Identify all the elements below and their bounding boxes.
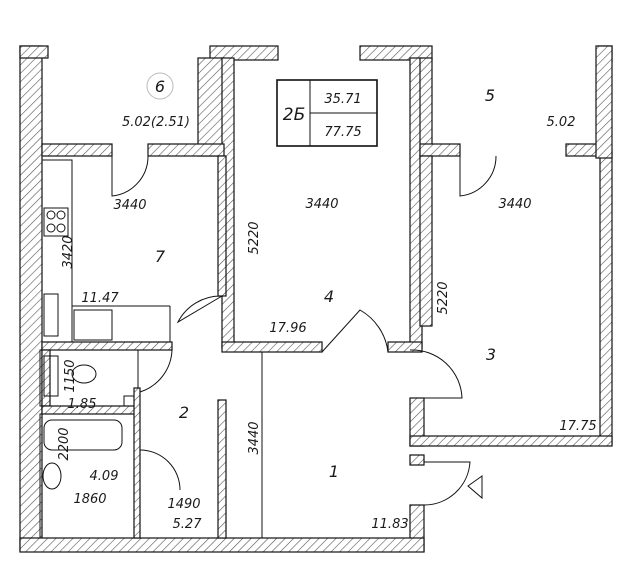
room-number-1: 1 — [329, 462, 339, 481]
top-wall-mid-right — [359, 45, 433, 61]
living-area: 35.71 — [324, 92, 361, 107]
left-exterior-wall — [19, 45, 43, 552]
door-wc — [139, 349, 173, 393]
area-wc: 1.85 — [68, 397, 97, 412]
room-number-5: 5 — [485, 86, 495, 105]
bath-right-wall — [133, 387, 141, 539]
fridge — [43, 293, 59, 337]
doors — [111, 155, 497, 506]
top-wall-left — [19, 45, 49, 59]
door-balcony-5 — [459, 155, 497, 197]
wall-5-3-left — [419, 143, 461, 157]
wall-6-7-left — [41, 143, 113, 157]
room3-left-wall — [419, 155, 433, 327]
dim-3440-mid: 3440 — [305, 197, 338, 212]
dim-3440-vertical: 3440 — [247, 421, 262, 454]
door-room-7 — [176, 295, 223, 324]
area-room-6: 5.02(2.51) — [122, 115, 190, 130]
door-entrance — [423, 461, 471, 506]
room4-bottom-right — [387, 341, 423, 353]
hall-right-wall — [217, 399, 227, 539]
room-markers: 6 5 7 4 3 2 1 — [146, 72, 496, 481]
room-number-7: 7 — [155, 247, 166, 266]
door-bath — [139, 449, 181, 491]
area-room-4: 17.96 — [269, 321, 306, 336]
entrance-top-jamb — [409, 454, 425, 466]
dim-1490: 1490 — [167, 497, 200, 512]
balcony5-left-wall — [419, 57, 433, 159]
washbasin — [42, 462, 62, 490]
balcony5-right-wall — [595, 45, 613, 159]
structural-walls — [19, 45, 613, 553]
bottom-wall — [19, 537, 425, 553]
room3-bottom-wall — [409, 435, 613, 447]
dim-3440-right: 3440 — [498, 197, 531, 212]
dim-2200: 2200 — [57, 427, 72, 460]
apartment-type: 2Б — [283, 105, 305, 125]
room-number-2: 2 — [179, 403, 189, 422]
dim-3420: 3420 — [61, 235, 76, 268]
room-number-4: 4 — [324, 287, 334, 306]
wall-6-7-right — [147, 143, 225, 157]
room4-bottom-left — [221, 341, 323, 353]
door-balcony-6 — [111, 155, 149, 197]
room7-right-wall — [217, 155, 227, 297]
area-room-3: 17.75 — [559, 419, 596, 434]
total-area: 77.75 — [324, 125, 361, 140]
entrance-arrow-icon — [467, 475, 483, 500]
door-room-3 — [409, 349, 463, 399]
top-wall-mid-left — [209, 45, 279, 61]
apartment-badge: 2Б 35.71 77.75 — [276, 79, 378, 147]
stove — [43, 207, 69, 237]
area-room-2: 5.27 — [173, 517, 203, 532]
bathtub — [43, 419, 123, 451]
room3-right-wall — [599, 149, 613, 446]
area-room-1: 11.83 — [371, 517, 408, 532]
door-room-4 — [321, 309, 389, 353]
area-room-5: 5.02 — [547, 115, 576, 130]
toilet — [71, 364, 97, 384]
balcony6-right-wall — [197, 57, 225, 157]
room7-bottom-wall — [41, 341, 173, 351]
sink — [73, 309, 113, 341]
room-number-3: 3 — [486, 345, 496, 364]
dim-1150: 1150 — [63, 359, 78, 392]
room-areas: 5.02(2.51) 5.02 11.47 17.96 17.75 1.85 4… — [68, 115, 597, 532]
partitions — [39, 155, 423, 539]
room-number-6: 6 — [155, 77, 165, 96]
dim-5220-left: 5220 — [247, 221, 262, 254]
dim-5220-right: 5220 — [436, 281, 451, 314]
area-room-7: 11.47 — [81, 291, 119, 306]
dimensions: 3440 3440 3440 5220 5220 3420 1150 2200 … — [57, 197, 532, 512]
area-bathroom: 4.09 — [90, 469, 119, 484]
wc-left-wall — [41, 349, 51, 407]
dim-3440-left: 3440 — [113, 198, 146, 213]
dim-1860: 1860 — [73, 492, 106, 507]
